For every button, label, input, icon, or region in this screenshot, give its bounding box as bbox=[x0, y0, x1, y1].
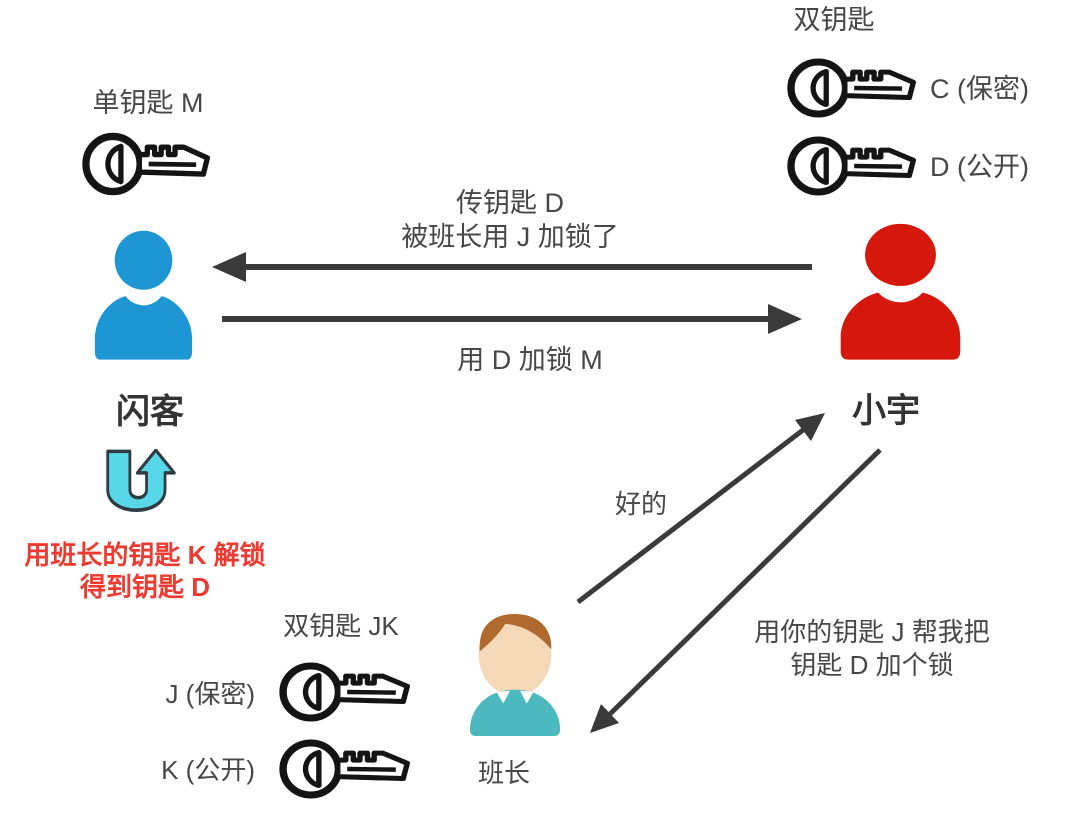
key-d-icon bbox=[785, 133, 918, 199]
banzhang-keyset-title: 双钥匙 JK bbox=[283, 611, 399, 641]
msg-ok-reply: 好的 bbox=[614, 489, 667, 519]
banzhang-hair bbox=[479, 613, 552, 652]
msg-lock-request-line2: 钥匙 D 加个锁 bbox=[790, 650, 954, 680]
banzhang-person-icon bbox=[469, 613, 561, 737]
key-k-icon bbox=[277, 736, 412, 802]
msg-pass-key-d: 传钥匙 D 被班长用 J 加锁了 bbox=[355, 186, 665, 254]
xiaoyu-person-icon bbox=[831, 222, 970, 362]
banzhang-face bbox=[478, 614, 552, 696]
arrow-lock-m bbox=[222, 304, 802, 334]
banzhang-shirt bbox=[469, 689, 561, 737]
unlock-note-line2: 得到钥匙 D bbox=[79, 572, 210, 602]
banzhang-collar-right bbox=[519, 690, 534, 704]
unlock-note: 用班长的钥匙 K 解锁 得到钥匙 D bbox=[0, 539, 290, 603]
key-c-icon bbox=[785, 55, 918, 121]
xiaoyu-name: 小宇 bbox=[852, 392, 920, 430]
xiaoyu-keyset-title: 双钥匙 bbox=[793, 5, 875, 35]
u-turn-arrow-icon bbox=[106, 449, 176, 512]
msg-lock-request: 用你的钥匙 J 帮我把 钥匙 D 加个锁 bbox=[722, 616, 1022, 682]
msg-lock-m: 用 D 加锁 M bbox=[457, 345, 603, 375]
arrow-lock-request bbox=[590, 448, 882, 733]
unlock-note-line1: 用班长的钥匙 K 解锁 bbox=[24, 540, 266, 570]
msg-pass-key-d-line1: 传钥匙 D bbox=[456, 188, 564, 218]
shanke-person-icon bbox=[87, 229, 200, 362]
key-j-icon bbox=[277, 659, 412, 725]
banzhang-collar-left bbox=[496, 690, 511, 704]
shanke-name: 闪客 bbox=[116, 393, 184, 431]
key-k-label: K (公开) bbox=[161, 755, 255, 785]
key-j-label: J (保密) bbox=[165, 679, 255, 709]
arrow-pass-key-d bbox=[212, 252, 812, 282]
arrow-ok-reply bbox=[576, 413, 825, 604]
shanke-keyset-title: 单钥匙 M bbox=[92, 88, 204, 118]
banzhang-name: 班长 bbox=[477, 758, 530, 788]
key-m-icon bbox=[80, 129, 212, 199]
msg-pass-key-d-line2: 被班长用 J 加锁了 bbox=[401, 222, 619, 252]
key-d-label: D (公开) bbox=[930, 152, 1029, 182]
msg-lock-request-line1: 用你的钥匙 J 帮我把 bbox=[754, 617, 990, 647]
key-c-label: C (保密) bbox=[930, 74, 1029, 104]
